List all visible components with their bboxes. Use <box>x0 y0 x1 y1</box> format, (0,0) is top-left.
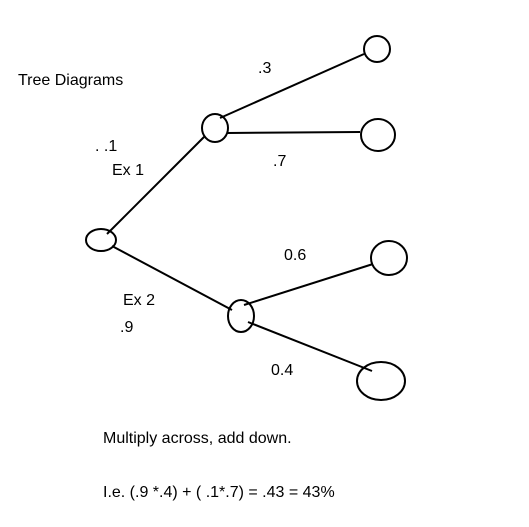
node-upper-top <box>363 35 391 63</box>
prob-first-upper: . .1 <box>95 138 117 155</box>
prob-upper-lower: .7 <box>273 153 286 170</box>
branch-lower-to-bottom <box>247 321 373 372</box>
branch-root-to-lower <box>111 245 233 311</box>
node-lower-top <box>370 240 408 276</box>
prob-first-lower: .9 <box>120 319 133 336</box>
node-lower <box>227 299 255 333</box>
branch-root-to-upper <box>106 136 205 235</box>
branches <box>106 53 374 372</box>
branch-lower-to-top <box>243 263 374 306</box>
nodes <box>85 35 408 401</box>
example-2-label: Ex 2 <box>123 292 155 309</box>
branch-upper-to-bottom <box>226 131 361 134</box>
formula-text: I.e. (.9 *.4) + ( .1*.7) = .43 = 43% <box>103 484 335 501</box>
node-lower-bottom <box>356 361 406 401</box>
example-1-label: Ex 1 <box>112 162 144 179</box>
branch-upper-to-top <box>219 53 365 119</box>
node-upper-bottom <box>360 118 396 152</box>
instructions-text: Multiply across, add down. <box>103 430 292 447</box>
node-root <box>85 228 117 252</box>
prob-upper-upper: .3 <box>258 60 271 77</box>
prob-lower-upper: 0.6 <box>284 247 306 264</box>
node-upper <box>201 113 229 143</box>
prob-lower-lower: 0.4 <box>271 362 293 379</box>
slide-title: Tree Diagrams <box>18 72 123 89</box>
